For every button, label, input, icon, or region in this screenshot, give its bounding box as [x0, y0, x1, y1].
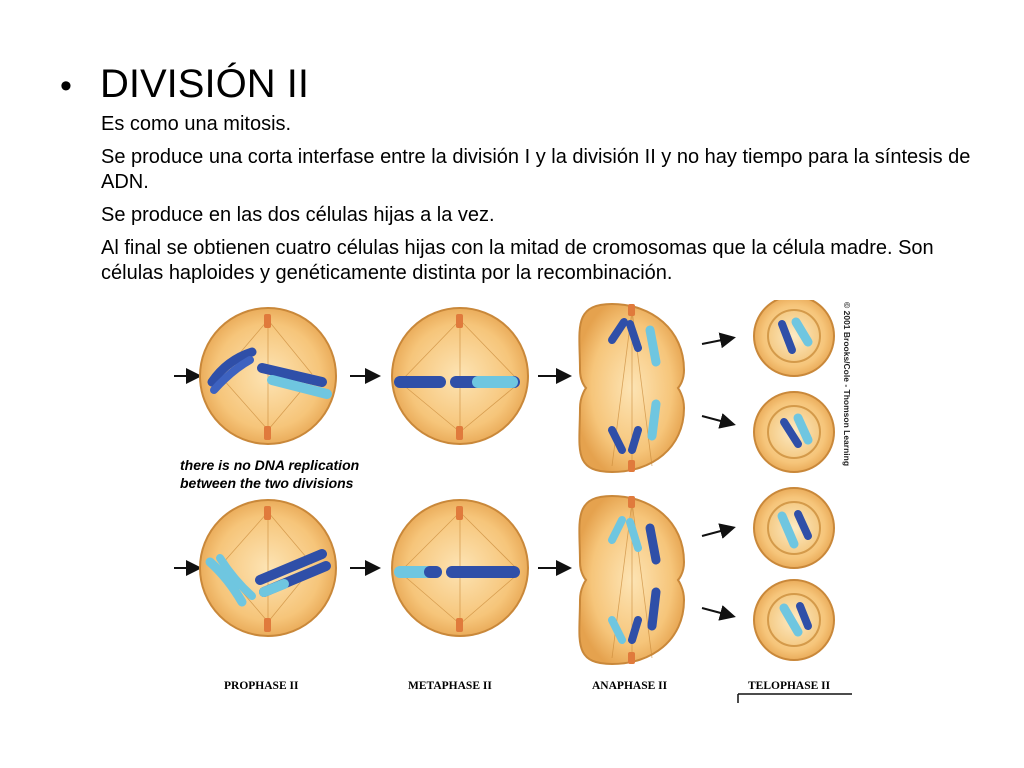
prophase-cell-top: [199, 307, 337, 445]
meiosis-ii-diagram: there is no DNA replication between the …: [174, 300, 852, 703]
telophase-cell-4: [753, 579, 835, 661]
telophase-cell-3: [753, 487, 835, 569]
slide-title: • DIVISIÓN II: [60, 60, 309, 110]
no-dna-note-line2: between the two divisions: [180, 475, 354, 491]
telophase-cell-1: [753, 300, 835, 377]
body-text: Es como una mitosis. Se produce una cort…: [101, 112, 981, 294]
copyright-credit: © 2001 Brooks/Cole - Thomson Learning: [842, 302, 852, 466]
paragraph-1: Es como una mitosis.: [101, 113, 292, 135]
anaphase-cell-top: [578, 302, 686, 474]
meiosis-ii-figure: there is no DNA replication between the …: [172, 300, 872, 705]
paragraph-3: Se produce en las dos células hijas a la…: [101, 204, 495, 226]
label-telophase: TELOPHASE II: [748, 680, 831, 692]
prophase-cell-bottom: [199, 499, 337, 637]
no-dna-note-line1: there is no DNA replication: [180, 457, 359, 473]
arrow-icon: [701, 605, 736, 621]
arrow-icon: [701, 413, 736, 429]
bullet-icon: •: [60, 67, 72, 105]
arrow-icon: [701, 523, 736, 539]
metaphase-cell-bottom: [391, 499, 529, 637]
chromosome-dark: [207, 347, 257, 394]
arrow-icon: [701, 332, 736, 349]
paragraph-4: Al final se obtienen cuatro células hija…: [101, 237, 934, 284]
paragraph-2: Se produce una corta interfase entre la …: [101, 146, 971, 193]
metaphase-cell-top: [391, 307, 529, 445]
chromosome-mixed: [257, 363, 332, 399]
label-prophase: PROPHASE II: [224, 680, 299, 692]
title-text: DIVISIÓN II: [100, 62, 309, 106]
label-anaphase: ANAPHASE II: [592, 680, 668, 692]
anaphase-cell-bottom: [578, 494, 686, 666]
telophase-cell-2: [753, 391, 835, 473]
label-metaphase: METAPHASE II: [408, 680, 492, 692]
